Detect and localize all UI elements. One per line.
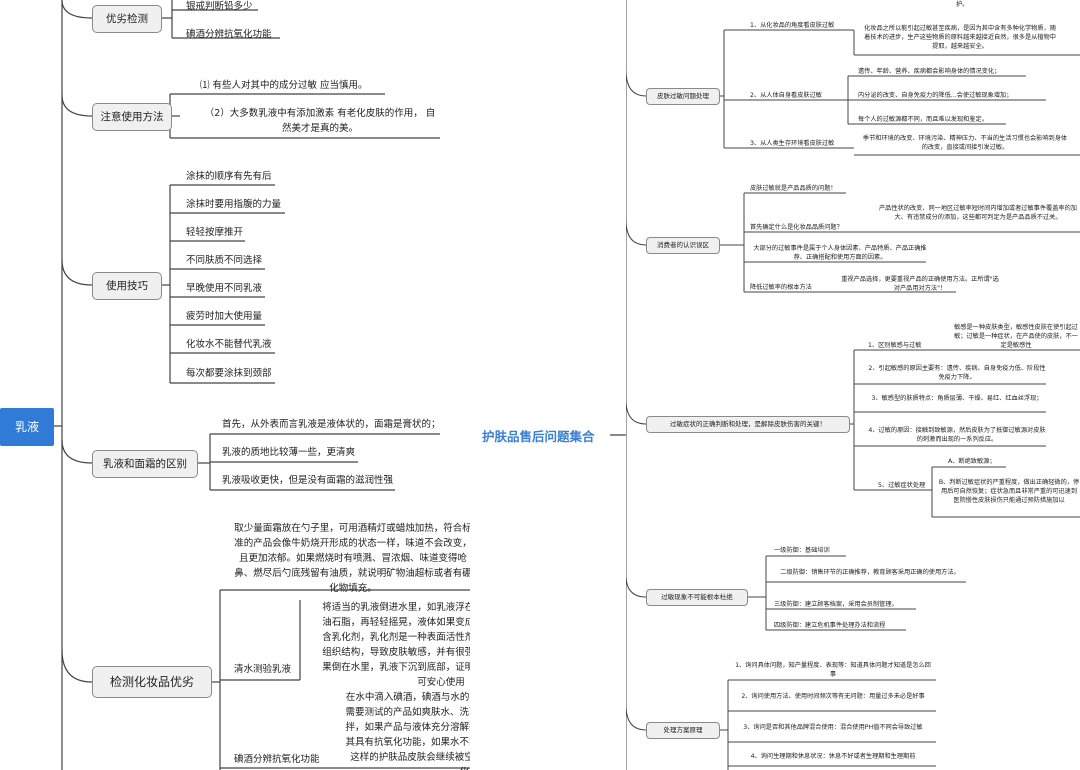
jiqiao-item-5: 疲劳时加大使用量 <box>186 311 263 322</box>
zhuyi-item-2: （2）大多数乳液中有添加激素 有老化皮肤的作用， 自然美才是真的美。 <box>204 108 436 134</box>
jiqiao-item-3: 不同肤质不同选择 <box>186 255 263 266</box>
center-gap <box>470 0 626 770</box>
right-mindmap-panel: 护。 皮肤过敏问题处理 1、从化妆品的角度看皮肤过敏 化妆品之所以能引起过敏甚至… <box>626 0 1080 770</box>
guomin-n2-item-2: 每个人的过敏源都不同，而且难以发现和鉴定。 <box>858 116 988 123</box>
youlie-item-silver: 银戒判断铅多少 <box>186 1 253 12</box>
guomin-n2-item-1: 内分泌的改变、自身免疫力的降低...会使过敏现象增加； <box>858 92 1013 99</box>
wuqu-n1: 皮肤过敏就是产品品质的问题！ <box>750 185 837 192</box>
zhuyi-item-1: ⑴ 有些人对其中的成分过敏 应当慎用。 <box>200 80 368 91</box>
dujue-item-0: 一级防御：基础培训 <box>774 547 830 554</box>
wuqu-n2-text: 产品性状的改变、同一地区过敏率短时间内增加或者过敏事件覆盖率的加大、有违禁成分的… <box>879 205 1077 221</box>
top-cut-text: 护。 <box>956 1 969 8</box>
jiance-qingshui-label: 清水测验乳液 <box>234 664 292 675</box>
panduan-n5-a: A、断绝致敏源； <box>948 458 996 465</box>
branch-guomin-node[interactable]: 皮肤过敏问题处理 <box>646 88 720 105</box>
qubie-item-1: 乳液的质地比较薄一些，更清爽 <box>222 447 356 458</box>
left-connector-lines <box>54 0 470 770</box>
branch-jiance-node[interactable]: 检测化妆品优劣 <box>92 666 212 698</box>
wuqu-n4-text: 重视产品选择，更要重视产品的正确使用方法。正所谓"选对产品用对方法"！ <box>841 276 999 292</box>
jiance-dianjiu-text: 在水中滴入碘酒，碘酒与水的比例大约为1：50，摇匀，把需要测试的产品如爽肤水、洗… <box>345 692 470 770</box>
youlie-item-iodine: 碘酒分辨抗氧化功能 <box>186 29 272 40</box>
qubie-item-2: 乳液吸收更快，但是没有面霜的滋润性强 <box>222 475 394 486</box>
panduan-n5-label: 5、过敏症状处理 <box>878 482 926 489</box>
guomin-n1-text: 化妆品之所以能引起过敏甚至疾病，是因为其中含有多种化学物质，随着技术的进步，生产… <box>864 25 1056 50</box>
jiqiao-item-6: 化妆水不能替代乳液 <box>186 339 272 350</box>
branch-wuqu-node[interactable]: 消费者的认识误区 <box>646 237 720 254</box>
jiance-dianjiu-label: 碘酒分辨抗氧化功能 <box>234 754 320 765</box>
jiance-heating-text: 取少量面霜放在勺子里，可用酒精灯或蜡烛加热，符合标准的产品会像牛奶烧开形成的状态… <box>234 523 470 594</box>
branch-qubie-node[interactable]: 乳液和面霜的区别 <box>92 450 198 478</box>
branch-zhuyi-node[interactable]: 注意使用方法 <box>92 103 172 131</box>
dujue-item-2: 三级防御：建立顾客档案，采用会员制管理。 <box>774 601 898 608</box>
fangan-item-1: 2、询问使用方法、使用时间频次等有无问题：用量过多未必是好事 <box>741 693 925 700</box>
guomin-n1-label: 1、从化妆品的角度看皮肤过敏 <box>750 22 835 29</box>
branch-panduan-node[interactable]: 过敏症状的正确判断和处理，是解除皮肤伤害的关键！ <box>646 416 850 433</box>
panduan-n5-b: B、判断过敏症状的严重程度，做出正确轻微的，停用后可自然恢复；症状急而且非常严重… <box>938 479 1080 504</box>
wuqu-n2-label: 首先确定什么是化妆品品质问题？ <box>750 224 843 231</box>
dujue-item-1: 二级防御：销售环节的正确推荐，教育顾客采用正确的使用方法。 <box>780 569 960 576</box>
branch-fangan-node[interactable]: 处理方案原理 <box>646 722 720 739</box>
fangan-item-3: 4、询问生理期和休息状况：休息不好或者生理期和生理期前 <box>750 753 916 760</box>
panduan-n1-label: 1、区别敏感与过敏 <box>868 342 922 349</box>
jiance-qingshui-text: 将适当的乳液倒进水里，如乳液浮在水上边，证明里边含油石脂，再轻轻摇晃，液体如果变… <box>322 602 470 688</box>
jiqiao-item-0: 涂抹的顺序有先有后 <box>186 171 272 182</box>
panduan-n1-text: 敏感是一种皮肤类型，敏感性皮肤在使引起过敏；过敏是一种症状，在产品使的皮肤，不一… <box>954 324 1078 349</box>
right-connector-lines <box>626 0 1080 770</box>
branch-dujue-node[interactable]: 过敏现象不可能根本杜绝 <box>646 589 748 606</box>
left-mindmap-panel: 乳液 优劣检测 银戒判断铅多少 碘酒分辨抗氧化功能 注意使用方法 ⑴ 有些人对其… <box>0 0 470 770</box>
jiqiao-item-1: 涂抹时要用指腹的力量 <box>186 199 282 210</box>
fangan-item-2: 3、询问是否和其他品牌混合使用：混合使用PH值不同会导致过敏 <box>743 724 923 731</box>
panduan-n3: 3、敏感型的肤质特点：角质层薄、干燥、易红、红血丝浮现； <box>871 395 1043 402</box>
panduan-n4: 4、过敏的原因：接触到致敏源，然后皮肤为了抵御过敏源对皮肤的刺激而出现的一系列反… <box>868 427 1046 443</box>
guomin-n2-label: 2、从人体自身看皮肤过敏 <box>750 92 822 99</box>
guomin-n3-label: 3、从人类生存环境看皮肤过敏 <box>750 140 835 147</box>
wuqu-n3: 大部分的过敏事件是属于个人身体因素、产品特质、产品正确推荐、正确搭配和使用方面的… <box>753 245 927 261</box>
fangan-item-0: 1、询问具体问题，知产量程度、表现等：知道具体问题才知道是怎么回事 <box>735 662 931 678</box>
jiqiao-item-2: 轻轻按摩推开 <box>186 227 244 238</box>
guomin-n3-text: 季节和环境的改变、环境污染、精神压力、不当的生活习惯也会影响到身体的改变，直接或… <box>862 135 1068 151</box>
branch-youlie-node[interactable]: 优劣检测 <box>92 5 162 33</box>
qubie-item-0: 首先，从外表而言乳液是液体状的，面霜是膏状的； <box>222 419 441 430</box>
branch-jiqiao-node[interactable]: 使用技巧 <box>92 272 162 300</box>
guomin-n2-item-0: 遗传、年龄、营养、疾病都会影响身体的情况变化； <box>858 68 1001 75</box>
jiqiao-item-4: 早晚使用不同乳液 <box>186 283 263 294</box>
panduan-n2: 2、引起敏感的原因主要有：遗传、疾病、自身免疫力低、阶段性免疫力下降。 <box>868 365 1046 381</box>
root-node-rujie[interactable]: 乳液 <box>0 408 54 446</box>
center-title[interactable]: 护肤品售后问题集合 <box>482 429 595 444</box>
wuqu-n4-label: 降低过敏率的根本方法 <box>750 284 812 291</box>
dujue-item-3: 四级防御：建立危机事件处理办法和流程 <box>774 622 886 629</box>
jiqiao-item-7: 每次都要涂抹到颈部 <box>186 368 272 379</box>
